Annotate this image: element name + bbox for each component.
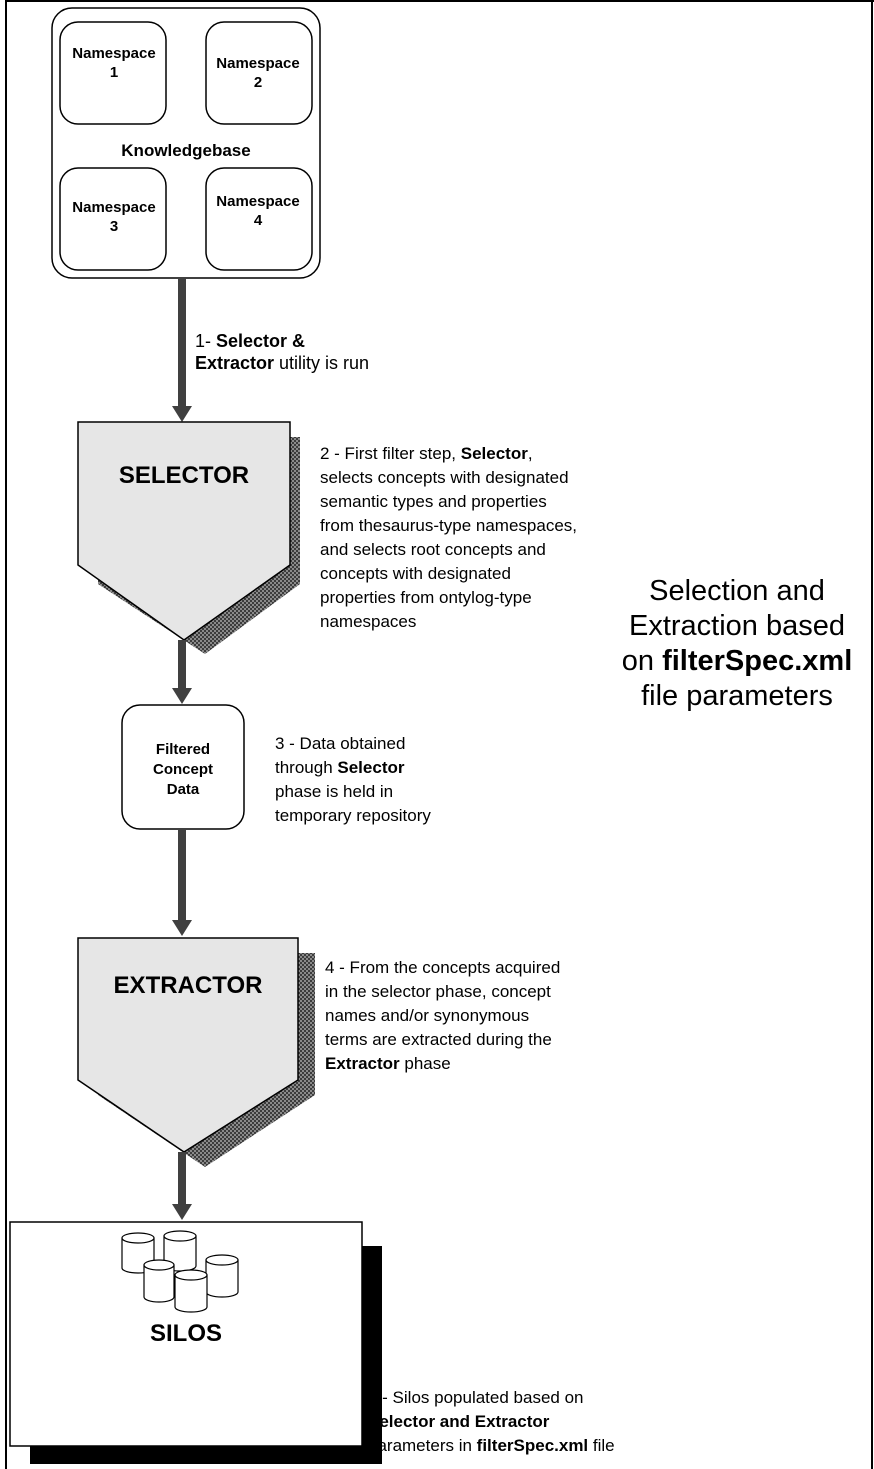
namespace-4-title: Namespace (216, 193, 300, 210)
namespace-1-label: Namespace 1 (60, 44, 168, 82)
selector-desc-prefix: 2 - First filter step, (320, 444, 461, 463)
extractor-description: 4 - From the concepts acquired in the se… (325, 956, 655, 1076)
step3-line4: temporary repository (275, 806, 431, 825)
selector-desc-line: from thesaurus-type namespaces, (320, 516, 578, 535)
side-note: Selection and Extraction based on filter… (604, 574, 870, 714)
extractor-shape (77, 937, 299, 1153)
namespace-4-label: Namespace 4 (204, 192, 312, 230)
silos-title: SILOS (149, 1320, 222, 1347)
side-note-line1: Selection and (649, 575, 825, 607)
namespace-3-number: 3 (109, 218, 119, 235)
selector-desc-line: concepts with designated (320, 564, 511, 583)
step1-prefix: 1- (195, 331, 217, 351)
connector-4 (178, 1152, 186, 1204)
arrowhead-2 (172, 688, 192, 704)
step3-selector-bold: Selector (337, 758, 405, 777)
connector-1 (178, 278, 186, 406)
selector-desc-bold: Selector (460, 444, 528, 463)
silos-desc-filterspec: filterSpec.xml (476, 1436, 589, 1455)
step1-bold-selector: Selector & (216, 331, 306, 351)
filtered-line2: Concept (153, 761, 213, 778)
namespace-3-label: Namespace 3 (60, 198, 168, 236)
arrowhead-4 (172, 1204, 192, 1220)
extractor-desc-bold: Extractor (325, 1054, 400, 1073)
namespace-2-box (205, 21, 313, 125)
arrowhead-3 (172, 920, 192, 936)
filtered-line1: Filtered (155, 741, 211, 758)
silos-desc-line1: 5 - Silos populated based on (368, 1388, 584, 1407)
namespace-2-number: 2 (253, 74, 263, 91)
silo-cylinders-icon (121, 1230, 239, 1313)
silos-desc-bold: Selector and Extractor (368, 1412, 550, 1431)
selector-desc-line: and selects root concepts and (320, 540, 546, 559)
extractor-desc-suffix: phase (399, 1054, 451, 1073)
namespace-3-box (59, 167, 167, 271)
namespace-2-label: Namespace 2 (204, 54, 312, 92)
extractor-desc-line: 4 - From the concepts acquired (325, 958, 561, 977)
selector-desc-line: selects concepts with designated (320, 468, 569, 487)
step1-text: 1- Selector & Extractor utility is run (195, 330, 455, 374)
step3-text: 3 - Data obtained through Selector phase… (275, 732, 535, 828)
extractor-desc-line: terms are extracted during the (325, 1030, 552, 1049)
selector-shape (77, 421, 291, 641)
knowledgebase-label: Knowledgebase (121, 141, 251, 160)
namespace-2-title: Namespace (216, 55, 300, 72)
extractor-title: EXTRACTOR (113, 972, 263, 999)
connector-2 (178, 640, 186, 688)
silos-description: 5 - Silos populated based on Selector an… (368, 1386, 728, 1458)
selector-desc-line: semantic types and properties (320, 492, 547, 511)
connector-3 (178, 829, 186, 920)
namespace-3-title: Namespace (72, 199, 156, 216)
step1-suffix: utility is run (274, 353, 370, 373)
step3-line3: phase is held in (275, 782, 394, 801)
selector-desc-line: properties from ontylog-type (320, 588, 532, 607)
step3-line1: 3 - Data obtained (275, 734, 406, 753)
namespace-4-box (205, 167, 313, 271)
extractor-desc-line: names and/or synonymous (325, 1006, 530, 1025)
filtered-line3: Data (166, 781, 200, 798)
step1-bold-extractor: Extractor (195, 353, 275, 373)
silos-desc-line3-prefix: parameters in (368, 1436, 477, 1455)
silos-desc-line3-suffix: file (588, 1436, 615, 1455)
namespace-1-number: 1 (109, 64, 119, 81)
step3-line2-prefix: through (275, 758, 338, 777)
arrowhead-1 (172, 406, 192, 422)
side-note-line2: Extraction based (628, 610, 845, 642)
namespace-1-box (59, 21, 167, 125)
side-note-filterspec: filterSpec.xml (662, 645, 853, 677)
side-note-line3-prefix: on (621, 645, 663, 677)
selector-title: SELECTOR (118, 462, 250, 489)
filtered-data-label: Filtered Concept Data (122, 740, 244, 800)
selector-desc-line: namespaces (320, 612, 417, 631)
namespace-4-number: 4 (253, 212, 263, 229)
extractor-desc-line: in the selector phase, concept (325, 982, 551, 1001)
side-note-line4: file parameters (641, 680, 833, 712)
selector-description: 2 - First filter step, Selector, selects… (320, 444, 578, 631)
namespace-1-title: Namespace (72, 45, 156, 62)
